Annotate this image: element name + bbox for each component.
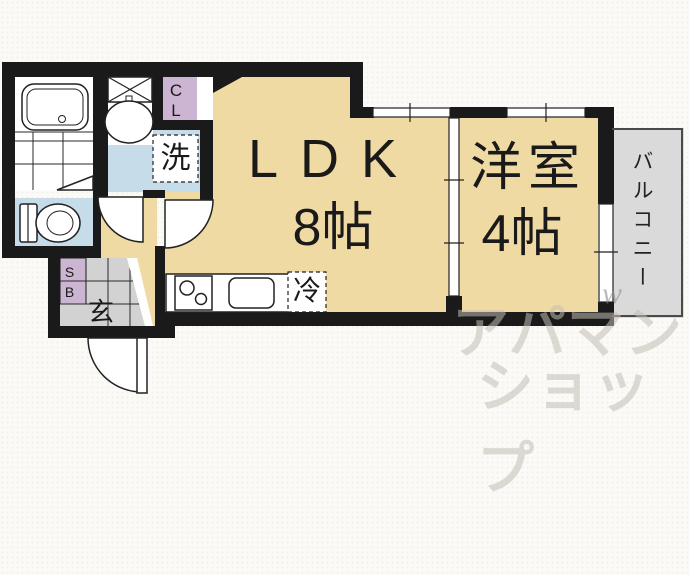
washing-machine-label: 洗 [160, 142, 191, 175]
washroom-door-arc [97, 196, 144, 243]
watermark-line1: アパマン [452, 301, 683, 365]
watermark-mark: w [602, 277, 623, 310]
bathroom-folding-door [56, 174, 94, 191]
shoe-box-label: SB [64, 264, 75, 300]
balcony-railing [612, 128, 683, 317]
ldk-door-arc [164, 199, 214, 249]
pipe-shaft [107, 76, 153, 103]
ldk-label: LDK [248, 129, 420, 189]
western-room-label: 洋室 [469, 139, 586, 197]
closet-floor [163, 77, 197, 120]
refrigerator-box [287, 271, 327, 313]
walls [2, 62, 614, 338]
kitchen-sink [228, 277, 275, 309]
closet-door-marker [213, 77, 242, 93]
ldk-size-label: 8帖 [292, 199, 374, 257]
closet-label: CL [169, 81, 183, 120]
closet-door-strip [197, 77, 213, 127]
kitchen-counter [165, 273, 291, 313]
entrance-door-leaf [136, 337, 148, 394]
ldk-top-window [372, 107, 451, 118]
toilet [19, 203, 81, 243]
entrance-door-arc [87, 337, 143, 393]
bathtub [21, 83, 89, 131]
western-room-floor [362, 112, 598, 312]
bathroom-tile-grid [15, 131, 93, 190]
balcony-floor [612, 128, 684, 318]
stove-burners [174, 275, 213, 311]
refrigerator-label: 冷 [292, 275, 321, 306]
western-room-size-label: 4帖 [481, 205, 563, 263]
washing-machine-box [152, 134, 199, 183]
windows [372, 103, 618, 303]
entrance-step-band [127, 258, 153, 326]
entrance-label: 玄 [88, 297, 115, 327]
balcony-label: バルコニー [630, 150, 653, 295]
ldk-western-partition [448, 117, 460, 297]
washbasin [104, 95, 154, 144]
watermark-line2: ショップ [477, 355, 651, 501]
balcony-window [598, 203, 614, 303]
hallway-floor-triangle [137, 258, 157, 326]
